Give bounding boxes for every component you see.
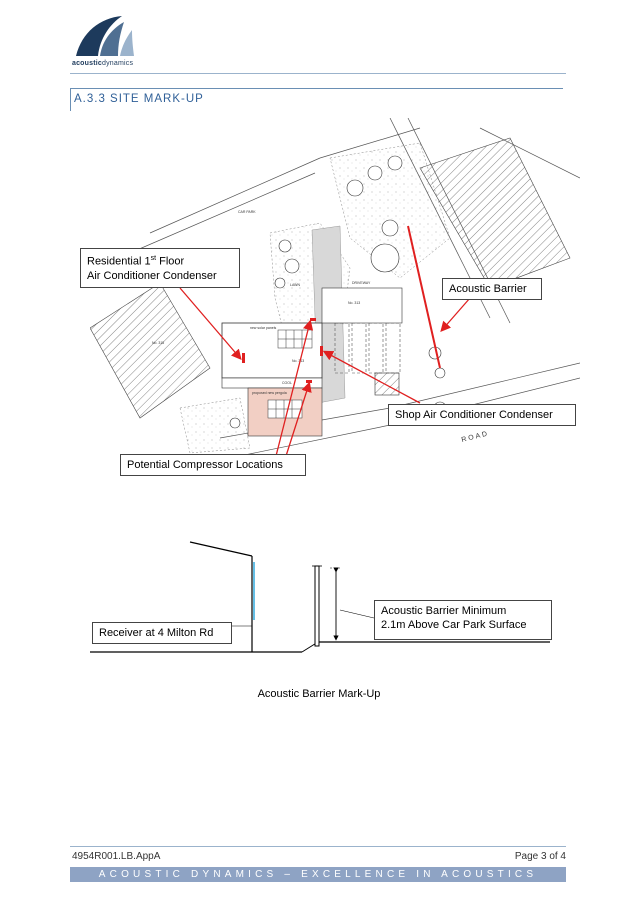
receiver-roof [189,541,253,557]
plan-label-no-315: No. 315 [152,341,164,345]
plan-label-cool: COOL [282,381,292,385]
callout-acoustic-barrier: Acoustic Barrier [442,278,542,300]
section-heading-box [70,88,563,111]
callout-arrows [179,287,471,457]
acoustic-barrier-line [407,225,441,369]
header-rule [70,73,566,74]
logo-wave-icon [76,16,122,56]
trees [229,155,447,429]
acoustic-barrier-post [314,565,320,647]
footer-rule [70,846,566,847]
plan-label-solar: new solar panels [250,326,277,330]
plan-label-no-313b: No. 313 [348,301,360,305]
document-reference: 4954R001.LB.AppA [72,851,161,862]
site-plan-drawing: No. 313 No. 315 No. 313 new solar panels… [90,118,580,459]
plan-label-no-313: No. 313 [292,359,304,363]
road-label: ROAD [461,430,490,444]
plan-label-carpark: CAR PARK [238,210,256,214]
diagram-caption: Acoustic Barrier Mark-Up [257,688,381,700]
barrier-section-diagram [90,541,550,653]
page-number: Page 3 of 4 [514,851,566,862]
callout-compressor-locations: Potential Compressor Locations [120,454,306,476]
company-logo [76,16,134,56]
plan-label-driveway: DRIVEWAY [352,281,371,285]
section-title: A.3.3 SITE MARK-UP [74,93,204,105]
callout-shop-condenser: Shop Air Conditioner Condenser [388,404,576,426]
shop-building [321,287,403,324]
hatched-building-left [90,282,211,419]
plan-label-lawn: LAWN [290,283,300,287]
footer-band [70,867,566,882]
hatched-building-right [419,137,571,289]
footer-tagline: ACOUSTIC DYNAMICS – EXCELLENCE IN ACOUST… [98,869,538,880]
car-park-bays [334,322,401,374]
callout-receiver: Receiver at 4 Milton Rd [92,622,232,644]
plan-label-pergola: proposed new pergola [252,391,287,395]
callout-residential-condenser: Residential 1st Floor Air Conditioner Co… [80,248,240,288]
callout-barrier-minimum: Acoustic Barrier Minimum 2.1m Above Car … [374,600,552,640]
logo-wordmark: acousticdynamics [72,60,134,67]
